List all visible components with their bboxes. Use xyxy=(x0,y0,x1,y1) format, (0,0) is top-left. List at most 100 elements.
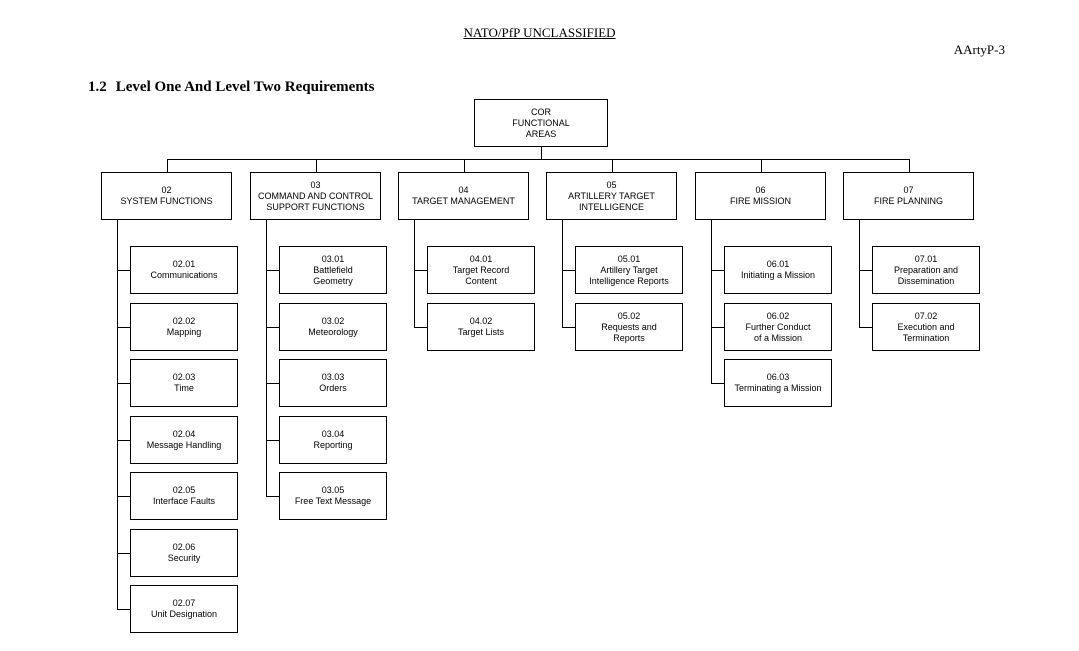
child-label: Initiating a Mission xyxy=(740,270,816,280)
root-box-text: COR xyxy=(531,106,551,117)
child-label: Terminating a Mission xyxy=(734,383,822,393)
child-branch-line xyxy=(117,383,130,384)
child-label: Message Handling xyxy=(146,440,222,450)
child-branch-line xyxy=(266,383,279,384)
classification-marking: NATO/PfP UNCLASSIFIED xyxy=(463,25,616,40)
child-branch-line xyxy=(711,270,724,271)
section-title: Level One And Level Two Requirements xyxy=(115,79,375,95)
child-branch-line xyxy=(117,439,130,441)
area-trunk-line xyxy=(266,220,267,497)
area-code: 03 xyxy=(310,179,321,190)
child-code: 06.01 xyxy=(766,259,790,269)
child-label: Further Conduct xyxy=(745,321,811,332)
area-title: FIRE PLANNING xyxy=(873,196,943,206)
area-trunk-line xyxy=(414,220,415,328)
section-heading: 1.2 Level One And Level Two Requirements xyxy=(88,79,375,96)
child-code: 03.03 xyxy=(321,372,345,382)
area-trunk-line xyxy=(117,220,118,610)
area-code: 05 xyxy=(606,179,617,190)
area-title: COMMAND AND CONTROL xyxy=(257,190,373,201)
area-drop-line xyxy=(166,159,168,172)
child-code: 02.07 xyxy=(172,598,196,608)
child-code: 02.02 xyxy=(172,316,196,326)
child-branch-line xyxy=(414,270,427,271)
child-branch-line xyxy=(859,270,872,271)
child-branch-line xyxy=(117,270,130,271)
child-code: 04.02 xyxy=(469,316,493,326)
child-label: Requests and xyxy=(601,321,657,332)
root-box-text: FUNCTIONAL xyxy=(512,117,570,128)
child-label: Orders xyxy=(319,383,347,393)
area-title: FIRE MISSION xyxy=(729,196,791,206)
child-label: Time xyxy=(174,383,194,393)
child-label: Dissemination xyxy=(897,275,955,286)
child-branch-line xyxy=(117,552,130,554)
child-branch-line xyxy=(414,326,427,328)
child-code: 07.01 xyxy=(914,253,938,264)
child-code: 05.01 xyxy=(617,253,641,264)
child-branch-line xyxy=(266,326,279,328)
child-label: Artillery Target xyxy=(600,264,658,275)
child-label: Mapping xyxy=(166,327,202,337)
section-number: 1.2 xyxy=(88,79,107,95)
child-label: Free Text Message xyxy=(294,496,372,506)
child-code: 03.05 xyxy=(321,485,345,495)
area-drop-line xyxy=(315,159,317,172)
child-branch-line xyxy=(711,383,724,384)
child-code: 05.02 xyxy=(617,310,641,321)
child-branch-line xyxy=(711,326,724,328)
document-reference: AArtyP-3 xyxy=(953,42,1005,57)
area-title: TARGET MANAGEMENT xyxy=(412,196,515,206)
child-label: Target Lists xyxy=(457,327,505,337)
area-title: SUPPORT FUNCTIONS xyxy=(266,201,365,212)
child-label: Meteorology xyxy=(308,327,358,337)
child-code: 02.05 xyxy=(172,485,196,495)
area-code: 02 xyxy=(161,185,172,195)
child-code: 03.02 xyxy=(321,316,345,326)
child-branch-line xyxy=(562,270,575,271)
child-code: 07.02 xyxy=(914,310,938,321)
area-drop-line xyxy=(908,159,910,172)
child-branch-line xyxy=(117,326,130,328)
child-label: Execution and xyxy=(897,321,955,332)
child-label: Target Record xyxy=(452,264,510,275)
child-code: 02.06 xyxy=(172,542,196,552)
child-code: 04.01 xyxy=(469,253,493,264)
area-trunk-line xyxy=(859,220,860,328)
child-code: 06.02 xyxy=(766,310,790,321)
child-branch-line xyxy=(859,326,872,328)
child-code: 03.01 xyxy=(321,253,345,264)
child-branch-line xyxy=(117,496,130,497)
child-label: Unit Designation xyxy=(150,609,218,619)
child-label: Interface Faults xyxy=(152,496,216,506)
root-connector-line xyxy=(541,147,542,159)
child-code: 03.04 xyxy=(321,429,345,439)
child-label: Preparation and xyxy=(893,264,959,275)
child-branch-line xyxy=(266,496,279,497)
child-branch-line xyxy=(266,439,279,441)
child-label: of a Mission xyxy=(753,332,803,343)
